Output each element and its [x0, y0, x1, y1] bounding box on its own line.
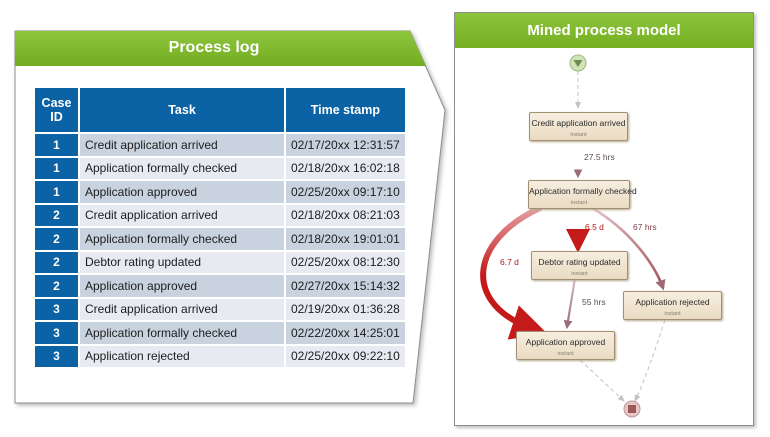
edge-label-checked-to-rating: 6.5 d	[585, 222, 604, 232]
edge-label-arrived-to-checked: 27.5 hrs	[584, 152, 615, 162]
case-id-cell: 2	[35, 228, 78, 250]
task-cell: Application approved	[80, 275, 284, 297]
activity-application-approved: Application approved instant	[516, 331, 615, 360]
task-cell: Application formally checked	[80, 322, 284, 344]
time-stamp-cell: 02/25/20xx 09:22:10	[286, 345, 405, 367]
case-id-cell: 1	[35, 181, 78, 203]
task-cell: Application formally checked	[80, 228, 284, 250]
activity-application-rejected: Application rejected instant	[623, 291, 722, 320]
end-node-icon	[623, 400, 641, 418]
edge-label-checked-to-rejected: 67 hrs	[633, 222, 657, 232]
process-log-title: Process log	[168, 39, 260, 56]
task-cell: Application formally checked	[80, 157, 284, 179]
edge-label-rating-to-approved: 55 hrs	[582, 297, 606, 307]
time-stamp-cell: 02/19/20xx 01:36:28	[286, 298, 405, 320]
task-cell: Application approved	[80, 181, 284, 203]
column-header-task: Task	[80, 88, 284, 132]
task-cell: Debtor rating updated	[80, 251, 284, 273]
case-id-cell: 3	[35, 298, 78, 320]
edge-checked-to-approved	[480, 205, 548, 340]
activity-credit-application-arrived: Credit application arrived instant	[529, 112, 628, 141]
case-id-cell: 3	[35, 322, 78, 344]
task-cell: Credit application arrived	[80, 204, 284, 226]
time-stamp-cell: 02/18/20xx 08:21:03	[286, 204, 405, 226]
process-model-title: Mined process model	[455, 13, 753, 48]
task-cell: Credit application arrived	[80, 134, 284, 156]
time-stamp-cell: 02/18/20xx 19:01:01	[286, 228, 405, 250]
case-id-cell: 3	[35, 345, 78, 367]
edge-label-checked-to-approved: 6.7 d	[500, 257, 519, 267]
edge-checked-to-rejected	[591, 206, 666, 291]
time-stamp-cell: 02/27/20xx 15:14:32	[286, 275, 405, 297]
edge-rejected-to-end	[634, 319, 666, 402]
activity-application-formally-checked: Application formally checked instant	[528, 180, 637, 209]
edge-rating-to-approved	[563, 277, 577, 330]
time-stamp-cell: 02/22/20xx 14:25:01	[286, 322, 405, 344]
task-cell: Credit application arrived	[80, 298, 284, 320]
case-id-cell: 1	[35, 134, 78, 156]
time-stamp-cell: 02/18/20xx 16:02:18	[286, 157, 405, 179]
edge-approved-to-end	[579, 359, 625, 402]
case-id-cell: 2	[35, 275, 78, 297]
start-node-icon	[569, 54, 587, 72]
time-stamp-cell: 02/25/20xx 08:12:30	[286, 251, 405, 273]
case-id-cell: 2	[35, 204, 78, 226]
case-id-cell: 2	[35, 251, 78, 273]
activity-debtor-rating-updated: Debtor rating updated instant	[531, 251, 628, 280]
time-stamp-cell: 02/17/20xx 12:31:57	[286, 134, 405, 156]
case-id-cell: 1	[35, 157, 78, 179]
column-header-time-stamp: Time stamp	[286, 88, 405, 132]
task-cell: Application rejected	[80, 345, 284, 367]
time-stamp-cell: 02/25/20xx 09:17:10	[286, 181, 405, 203]
